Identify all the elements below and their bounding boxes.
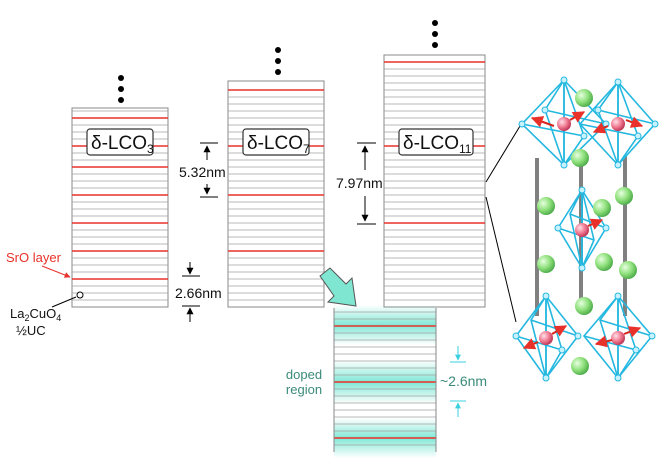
period-lco11-value: 7.97nm	[336, 175, 383, 191]
svg-text:δ-LCO11: δ-LCO11	[403, 133, 472, 156]
stack-lco7-ellipsis	[275, 47, 281, 75]
stack-lco7-label-main: δ-LCO	[247, 133, 303, 154]
stack-lco11-label-sub: 11	[459, 142, 472, 156]
connector-line-top	[485, 125, 521, 183]
doped-label-line1: doped	[286, 367, 322, 382]
doped-region-zoom: doped region ~2.6nm	[286, 305, 487, 458]
stack-lco7-frame	[227, 80, 325, 308]
la2cuo4-sub1: 2	[24, 313, 29, 323]
doped-width-value: ~2.6nm	[440, 373, 487, 389]
stack-lco7-label-sub: 7	[303, 142, 310, 156]
stack-lco3: δ-LCO3	[71, 75, 169, 308]
la2cuo4-part1: La	[10, 306, 25, 321]
sro-layer-annotation: SrO layer	[6, 250, 71, 278]
crystal-structure	[512, 76, 659, 382]
stack-lco11-ellipsis	[432, 20, 438, 48]
stack-lco3-label-main: δ-LCO	[91, 133, 147, 154]
stack-lco11-label: δ-LCO11	[398, 128, 474, 156]
stack-lco3-label-sub: 3	[147, 142, 154, 156]
stack-lco11: δ-LCO11	[383, 20, 486, 308]
half-uc-annotation: La2CuO4 ½UC	[10, 291, 84, 338]
period-lco7-value: 5.32nm	[179, 164, 226, 180]
svg-text:δ-LCO7: δ-LCO7	[247, 133, 310, 156]
sro-layer-label: SrO layer	[6, 250, 62, 265]
copper-atoms	[539, 117, 625, 345]
lanthanum-atoms	[537, 89, 637, 375]
connector-line-bottom	[485, 196, 517, 323]
dimension-layer-thickness: 2.66nm	[175, 262, 222, 322]
stack-lco3-layers	[72, 110, 168, 301]
dimension-period-lco7: 5.32nm	[179, 142, 226, 198]
doped-glow-top	[334, 305, 436, 345]
half-uc-label: ½UC	[16, 323, 46, 338]
spin-arrows	[522, 111, 644, 350]
doped-label-line2: region	[286, 382, 322, 397]
stack-lco3-ellipsis	[118, 75, 124, 103]
dimension-period-lco11: 7.97nm	[336, 142, 383, 225]
zoom-arrow	[319, 267, 357, 307]
stack-lco7: δ-LCO7	[227, 47, 325, 308]
la2cuo4-part2: CuO	[29, 306, 56, 321]
la2cuo4-sub2: 4	[56, 313, 61, 323]
stack-lco7-label: δ-LCO7	[242, 128, 310, 156]
svg-text:δ-LCO3: δ-LCO3	[91, 133, 154, 156]
stack-lco3-label: δ-LCO3	[86, 128, 154, 156]
doped-region-layers	[334, 311, 436, 446]
stack-lco11-label-main: δ-LCO	[403, 133, 459, 154]
layer-thickness-value: 2.66nm	[175, 285, 222, 301]
la2cuo4-label: La2CuO4	[10, 306, 61, 323]
